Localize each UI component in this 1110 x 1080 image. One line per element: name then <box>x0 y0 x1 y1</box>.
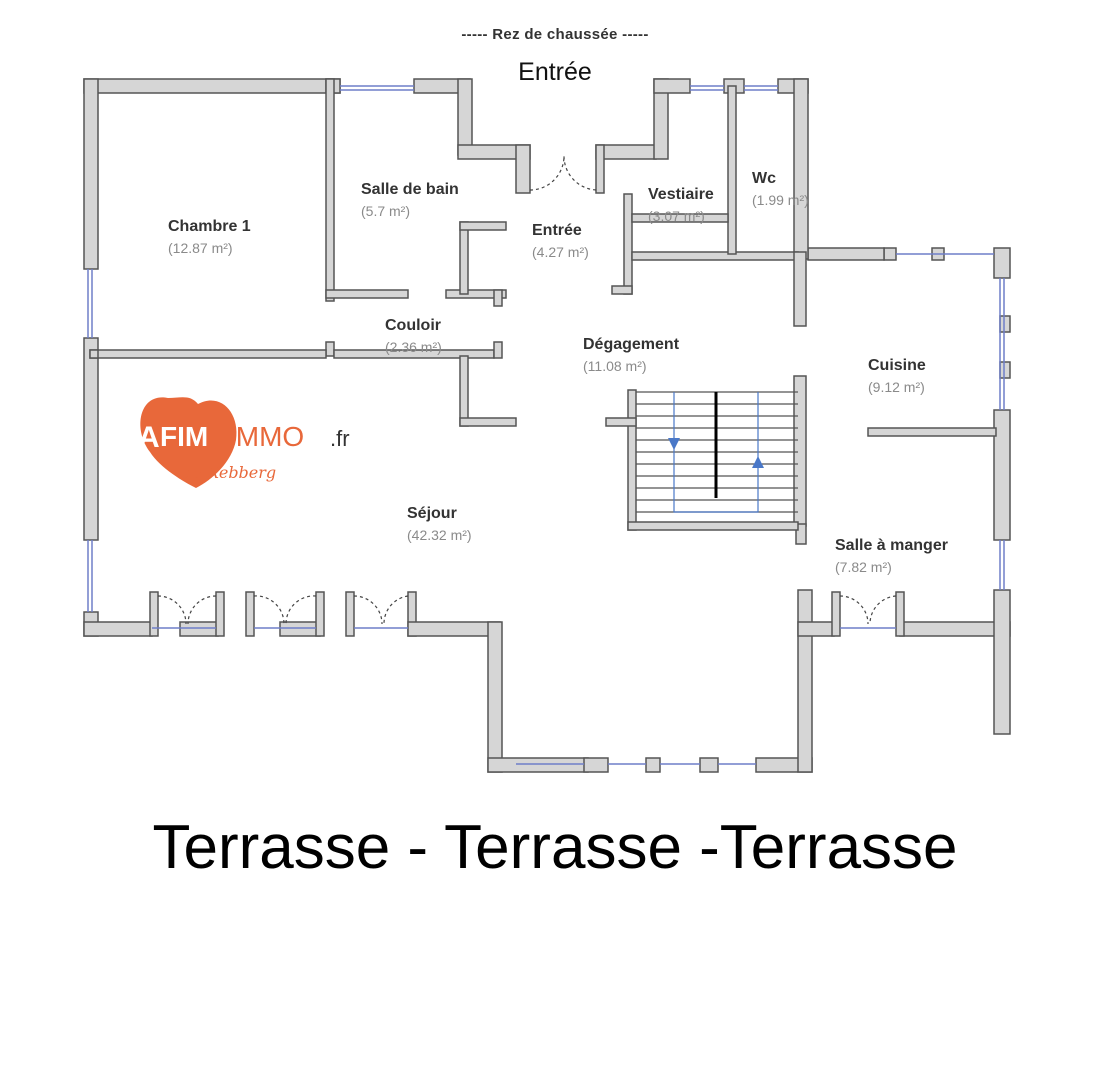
room-area: (5.7 m²) <box>361 203 410 219</box>
room-name: Wc <box>752 170 776 187</box>
terrasse-label: Terrasse - Terrasse -Terrasse <box>152 813 958 882</box>
stair-down-arrow <box>668 438 680 450</box>
windows <box>87 85 1005 765</box>
room-name: Entrée <box>532 222 582 239</box>
room-vestiaire: Vestiaire (3.07 m²) <box>648 186 714 224</box>
room-couloir: Couloir (2.36 m²) <box>385 317 442 355</box>
plan-title: ----- Rez de chaussée ----- <box>461 26 649 43</box>
room-area: (11.08 m²) <box>583 358 647 374</box>
room-sejour: Séjour (42.32 m²) <box>407 505 472 543</box>
room-name: Couloir <box>385 317 441 334</box>
entry-top-label: Entrée <box>518 58 592 86</box>
room-name: Salle à manger <box>835 537 948 554</box>
room-area: (42.32 m²) <box>407 527 472 543</box>
stair-arrows <box>673 392 759 513</box>
room-area: (4.27 m²) <box>532 244 589 260</box>
room-area: (2.36 m²) <box>385 339 442 355</box>
room-name: Salle de bain <box>361 181 459 198</box>
door-swings <box>157 155 897 625</box>
room-chambre-1: Chambre 1 (12.87 m²) <box>168 218 251 256</box>
room-area: (1.99 m²) <box>752 192 809 208</box>
walls <box>83 78 1011 773</box>
svg-text:İMMO: İMMO <box>228 421 304 452</box>
room-area: (7.82 m²) <box>835 559 892 575</box>
stair-up-arrow <box>752 456 764 468</box>
room-degagement: Dégagement (11.08 m²) <box>583 336 679 374</box>
afim-immo-logo: A FIM - İMMO .fr de Rebberg <box>138 397 350 488</box>
room-name: Dégagement <box>583 336 680 353</box>
svg-text:FIM: FIM <box>160 421 208 452</box>
room-name: Cuisine <box>868 357 926 374</box>
svg-text:de Rebberg: de Rebberg <box>182 463 276 482</box>
svg-text:A: A <box>138 421 160 454</box>
room-salle-de-bain: Salle de bain (5.7 m²) <box>361 181 459 219</box>
room-name: Vestiaire <box>648 186 714 203</box>
svg-text:.fr: .fr <box>330 426 350 451</box>
room-cuisine: Cuisine (9.12 m²) <box>868 357 926 395</box>
room-salle-a-manger: Salle à manger (7.82 m²) <box>835 537 948 575</box>
room-area: (9.12 m²) <box>868 379 925 395</box>
svg-text:-: - <box>218 421 227 452</box>
room-wc: Wc (1.99 m²) <box>752 170 809 208</box>
room-entree: Entrée (4.27 m²) <box>532 222 589 260</box>
room-area: (3.07 m²) <box>648 208 705 224</box>
staircase <box>636 391 798 513</box>
room-name: Chambre 1 <box>168 218 251 235</box>
room-area: (12.87 m²) <box>168 240 233 256</box>
room-name: Séjour <box>407 505 457 522</box>
